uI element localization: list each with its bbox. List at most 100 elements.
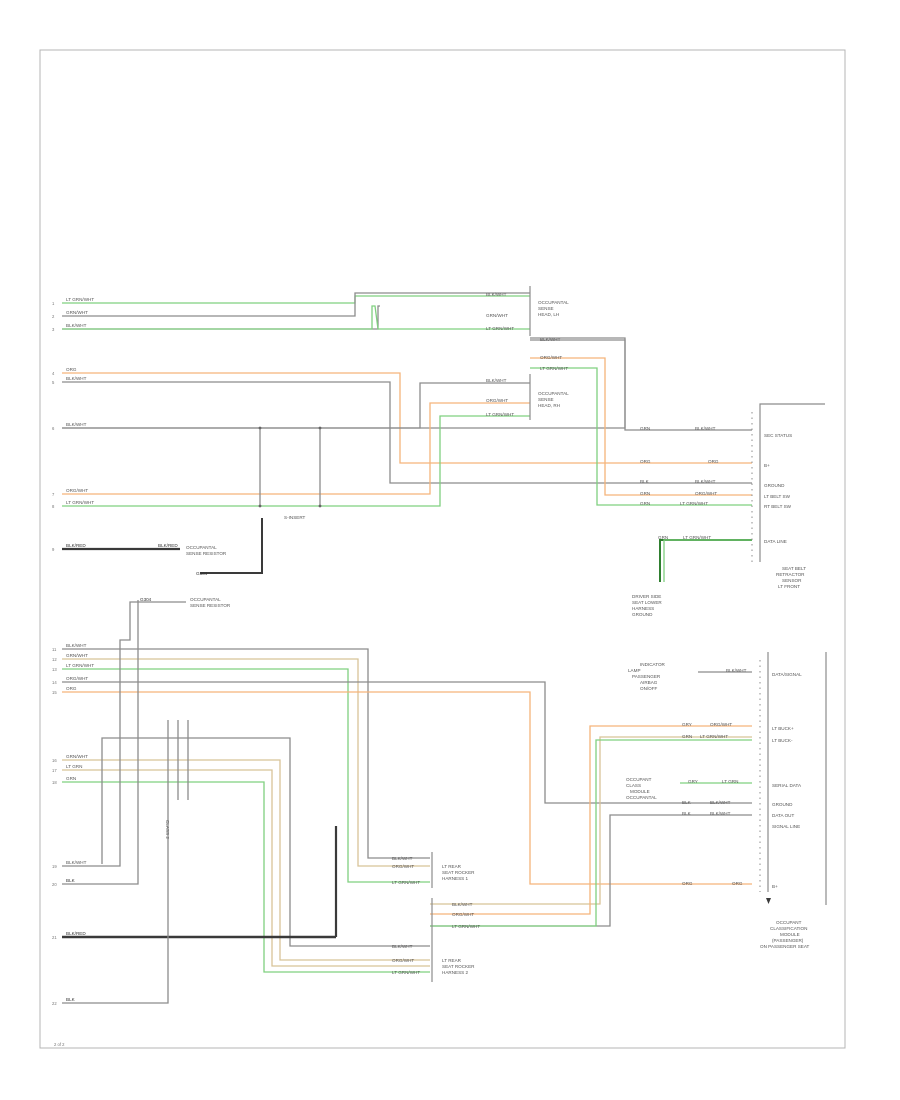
- occupant-lamp-2: CLASS: [626, 783, 641, 788]
- pin-19: 19: [52, 864, 57, 869]
- rub-pin-label-3: GROUND: [764, 483, 785, 488]
- wire-label-3: BLK/WHT: [66, 323, 87, 328]
- pin-3: 3: [52, 327, 55, 332]
- diagram-frame: [39, 49, 846, 1049]
- wire-label-22: BLK: [66, 997, 76, 1002]
- splice-label: S-INSERT: [284, 515, 306, 520]
- ground-pt-1: DRIVER SIDE: [632, 594, 661, 599]
- ground-pt-4: GROUND: [632, 612, 653, 617]
- rlb-w5a: BLK: [682, 800, 692, 805]
- wire-label-6: BLK/WHT: [66, 422, 87, 427]
- wire-feed-1: [530, 339, 752, 431]
- junction-c-3: LT GRN/WHT: [392, 970, 420, 975]
- module-lower-3: MODULE: [780, 932, 800, 937]
- wire-lr-3: [430, 814, 752, 927]
- junction-a-2: ORG/WHT: [392, 864, 414, 869]
- pin-12: 12: [52, 657, 57, 662]
- rlb-pin-label-5: GROUND: [772, 802, 793, 807]
- splice-dots: [258, 426, 322, 508]
- wire-p13-green: [62, 668, 430, 883]
- pin-22: 22: [52, 1001, 57, 1006]
- rlb-w6b: BLK/WHT: [710, 811, 731, 816]
- tiny-label: CLASS 2: [165, 820, 170, 839]
- wire-label-2: GRN/WHT: [66, 310, 88, 315]
- mid-cluster-2: ORG/WHT: [486, 398, 508, 403]
- mid-cluster-3: LT GRN/WHT: [486, 412, 514, 417]
- rlb-w8a: ORG: [682, 881, 693, 886]
- rub-w6b: LT GRN/WHT: [683, 535, 711, 540]
- module-lower-2: CLASSIFICATION: [770, 926, 807, 931]
- wire-data-line-light: [663, 539, 752, 582]
- rub-w3b: BLK/WHT: [695, 479, 716, 484]
- ground-pt-2: SEAT LOWER: [632, 600, 662, 605]
- sensor-mid-3: HEAD, RH: [538, 403, 560, 408]
- pin-20: 20: [52, 882, 57, 887]
- right-feed-2: ORG/WHT: [540, 355, 562, 360]
- wire-label-9: BLK/RED: [66, 543, 86, 548]
- wire-p12-tan: [62, 658, 430, 867]
- splice-c: [200, 518, 263, 574]
- rlb-pin-label-4: SERIAL DATA: [772, 783, 802, 788]
- wire-lr-1: [430, 736, 752, 905]
- right-lower-block: DATA/SIGNAL LT BUCK+ LT BUCK- SERIAL DAT…: [682, 652, 827, 949]
- rlb-pin-label-6: DATA OUT: [772, 813, 794, 818]
- right-feed-1: BLK/WHT: [540, 337, 561, 342]
- sensor-upper-2: SENSE: [538, 306, 554, 311]
- wire-label-12: GRN/WHT: [66, 653, 88, 658]
- junction-c-1: BLK/WHT: [392, 944, 413, 949]
- wire-label-5: BLK/WHT: [66, 376, 87, 381]
- pin-15: 15: [52, 690, 57, 695]
- rub-pin-label-6: DATA LINE: [764, 539, 787, 544]
- wire-label-13: LT GRN/WHT: [66, 663, 94, 668]
- upper-component-labels: OCCUPANTAL SENSE HEAD, LH OCCUPANTAL SEN…: [186, 300, 662, 617]
- wire-p11-gray: [62, 648, 430, 859]
- wire-p16-gray: [62, 759, 430, 961]
- seat-harness-1-b: SEAT ROCKER: [442, 870, 475, 875]
- rlb-w2a: GRY: [682, 722, 692, 727]
- wire-p16b: [101, 737, 430, 947]
- wire-lr-4: [430, 739, 752, 927]
- wire-p2-gray: [62, 305, 380, 330]
- rh-resistor-1: OCCUPANTAL: [190, 597, 221, 602]
- wire-label-1: LT GRN/WHT: [66, 297, 94, 302]
- pin-11: 11: [52, 647, 57, 652]
- wire-label-18: GRN: [66, 776, 76, 781]
- rub-w5b: LT GRN/WHT: [680, 501, 708, 506]
- wire-p20: [62, 600, 139, 885]
- upper-wires: [62, 292, 752, 582]
- seat-harness-1-c: HARNESS 1: [442, 876, 468, 881]
- lower-left-pins: 11 12 13 14 15 16 17 18 19 20 21 22: [52, 647, 57, 1006]
- wire-label-11: BLK/WHT: [66, 643, 87, 648]
- pin-17: 17: [52, 768, 57, 773]
- rlb-w4a: GRY: [688, 779, 698, 784]
- module-upper-4: LT FRONT: [778, 584, 800, 589]
- right-upper-block: SEC STATUS B+ GROUND LT BELT SW RT BELT …: [640, 403, 825, 589]
- rlb-pin-label-3: LT BUCK-: [772, 738, 793, 743]
- junction-a-1: BLK/WHT: [392, 856, 413, 861]
- module-lower-4: (PASSENGER): [772, 938, 804, 943]
- wire-label-19: BLK/WHT: [66, 860, 87, 865]
- rlb-w1b: BLK/WHT: [726, 668, 747, 673]
- module-lower-1: OCCUPANT: [776, 920, 802, 925]
- wire-p17-tan: [62, 769, 430, 967]
- pin-4: 4: [52, 371, 55, 376]
- wire-feed-3: [530, 367, 752, 506]
- pin-2: 2: [52, 314, 55, 319]
- seat-harness-2-a: LT REAR: [442, 958, 462, 963]
- wire-p6-gray-b: [62, 337, 626, 429]
- module-upper-3: SENSOR: [782, 578, 802, 583]
- wire-label-9b: BLK/RED: [158, 543, 178, 548]
- pin-5: 5: [52, 380, 55, 385]
- junction-c-2: ORG/WHT: [392, 958, 414, 963]
- seat-harness-1-a: LT REAR: [442, 864, 462, 869]
- ground-upper: G304: [196, 571, 208, 576]
- seat-harness-2-b: SEAT ROCKER: [442, 964, 475, 969]
- rub-w6a: GRN: [658, 535, 668, 540]
- pin-13: 13: [52, 667, 57, 672]
- wire-p14-gray: [62, 681, 752, 804]
- pin-9: 9: [52, 547, 55, 552]
- top-cluster-3: LT GRN/WHT: [486, 326, 514, 331]
- rlb-w4b: LT GRN: [722, 779, 738, 784]
- pin-21: 21: [52, 935, 57, 940]
